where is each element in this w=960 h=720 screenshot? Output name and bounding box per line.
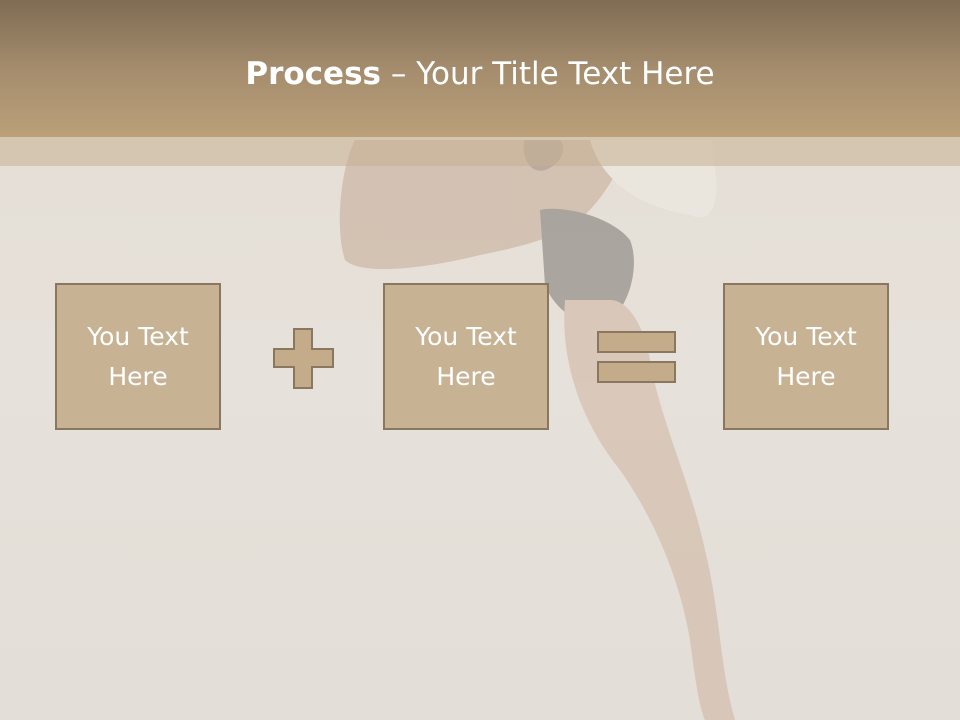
title-bar: [0, 0, 960, 137]
equals-icon: [597, 331, 676, 383]
process-box-1-label: You Text Here: [87, 321, 189, 391]
process-box-2[interactable]: You Text Here: [383, 283, 549, 430]
slide-title: Process – Your Title Text Here: [0, 52, 960, 96]
process-box-1[interactable]: You Text Here: [55, 283, 221, 430]
process-box-2-label: You Text Here: [415, 321, 517, 391]
process-box-3[interactable]: You Text Here: [723, 283, 889, 430]
title-rest-text: – Your Title Text Here: [381, 56, 715, 92]
plus-icon: [273, 328, 334, 389]
title-underband: [0, 137, 960, 166]
process-box-3-label: You Text Here: [755, 321, 857, 391]
title-bold-text: Process: [245, 56, 381, 92]
